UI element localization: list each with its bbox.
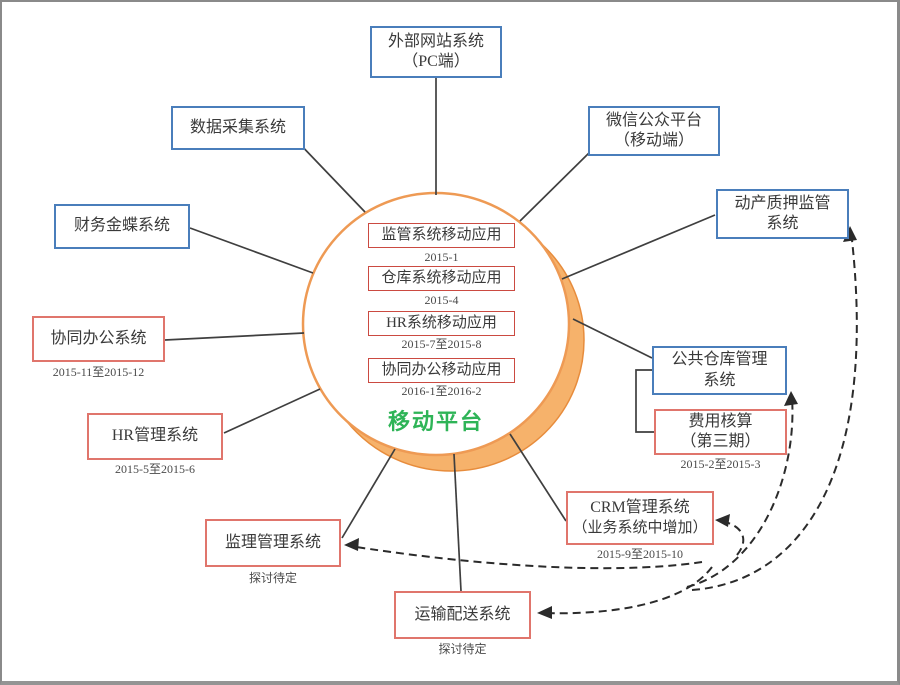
mobile-app-warehouse: 仓库系统移动应用 xyxy=(368,266,515,291)
dashed-arrow-to-movable-pledge xyxy=(691,239,858,591)
connector-crm xyxy=(509,433,567,522)
node-expense-accounting-caption: 2015-2至2015-3 xyxy=(680,457,761,471)
dashed-arrow-to-crm xyxy=(720,520,745,556)
arrowhead-public-warehouse xyxy=(784,391,798,406)
node-data-collection: 数据采集系统 xyxy=(171,106,305,150)
arrowhead-crm xyxy=(715,514,730,527)
node-label: 协同办公系统 xyxy=(50,329,147,347)
node-label: 数据采集系统 xyxy=(189,118,286,136)
node-crm-caption: 2015-9至2015-10 xyxy=(597,547,683,561)
node-transport-caption: 探讨待定 xyxy=(438,642,487,656)
dashed-arrow-to-transport xyxy=(542,566,713,615)
platform-title: 移动平台 xyxy=(387,409,484,434)
mobile-app-warehouse-date: 2015-4 xyxy=(424,293,459,307)
node-label-line2: （业务系统中增加） xyxy=(572,519,708,536)
node-label-line2: （第三期） xyxy=(680,433,761,450)
node-transport: 运输配送系统 xyxy=(394,591,531,639)
mobile-app-regulatory-date: 2015-1 xyxy=(424,250,459,264)
node-label: 公共仓库管理 xyxy=(671,351,768,369)
node-hr-management: HR管理系统 xyxy=(87,413,223,460)
mobile-app-hr-date: 2015-7至2015-8 xyxy=(401,337,482,351)
node-collab-office: 协同办公系统 xyxy=(32,316,165,362)
node-collab-office-caption: 2015-11至2015-12 xyxy=(52,365,145,379)
mobile-app-hr: HR系统移动应用 xyxy=(368,311,515,336)
arrowhead-transport xyxy=(537,606,552,619)
node-label: 财务金蝶系统 xyxy=(73,217,170,235)
node-finance-kingdee: 财务金蝶系统 xyxy=(54,204,190,249)
node-supervision: 监理管理系统 xyxy=(205,519,341,567)
node-label-line2: 系统 xyxy=(766,215,799,232)
connector-data-collection xyxy=(295,139,366,213)
node-label: 动产质押监管 xyxy=(734,194,831,212)
node-label: 微信公众平台 xyxy=(605,111,702,129)
connector-wechat-platform xyxy=(519,149,593,222)
mobile-app-collab: 协同办公移动应用 xyxy=(368,358,515,383)
arrowhead-supervision xyxy=(344,538,359,551)
node-label-line2: （PC端） xyxy=(402,53,470,70)
solid-connectors xyxy=(164,78,716,592)
connector-collab-office xyxy=(164,332,305,341)
node-wechat-platform: 微信公众平台 （移动端） xyxy=(588,106,720,156)
node-movable-pledge: 动产质押监管 系统 xyxy=(716,189,849,239)
dashed-arrow-to-supervision xyxy=(349,545,703,570)
node-external-website: 外部网站系统 （PC端） xyxy=(370,26,502,78)
node-hr-management-caption: 2015-5至2015-6 xyxy=(115,462,195,476)
node-supervision-caption: 探讨待定 xyxy=(248,571,297,585)
node-label: HR管理系统 xyxy=(111,427,199,445)
node-label: 监理管理系统 xyxy=(224,533,321,551)
node-public-warehouse: 公共仓库管理 系统 xyxy=(652,346,787,395)
mobile-app-collab-date: 2016-1至2016-2 xyxy=(401,384,482,398)
mobile-app-regulatory: 监管系统移动应用 xyxy=(368,223,515,248)
node-label: 运输配送系统 xyxy=(414,605,511,623)
connector-transport xyxy=(453,453,462,592)
connector-finance-kingdee xyxy=(189,227,314,274)
node-label: CRM管理系统 xyxy=(590,499,690,517)
connector-public-warehouse xyxy=(572,318,653,359)
node-crm: CRM管理系统 （业务系统中增加） xyxy=(566,491,714,545)
node-label: 费用核算 xyxy=(688,412,753,430)
node-label-line2: （移动端） xyxy=(613,132,694,149)
dashed-arrow-to-public-warehouse xyxy=(686,397,794,588)
connector-hr-management xyxy=(223,388,321,434)
node-label: 外部网站系统 xyxy=(387,32,484,50)
bracket-warehouse-expense xyxy=(635,369,654,433)
connector-supervision xyxy=(341,448,396,539)
node-expense-accounting: 费用核算 （第三期） xyxy=(654,409,787,455)
connector-movable-pledge xyxy=(561,214,716,280)
node-label-line2: 系统 xyxy=(703,371,736,389)
